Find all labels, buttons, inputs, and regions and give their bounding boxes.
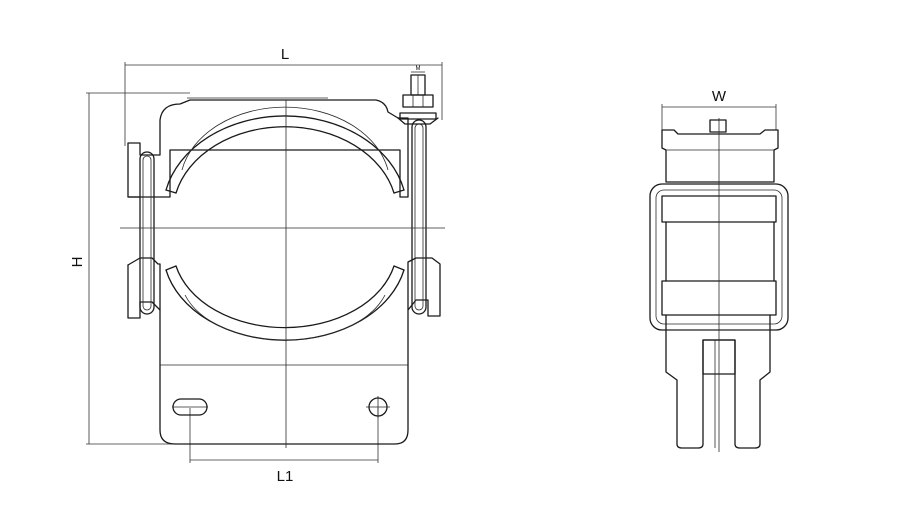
dimension-l1-label: L1 xyxy=(277,468,294,485)
dimension-w-label: W xyxy=(712,88,727,105)
top-bolt: M xyxy=(397,66,439,125)
mounting-hole-left xyxy=(172,398,208,416)
mounting-hole-right xyxy=(366,396,390,418)
dimension-h-label: H xyxy=(69,257,86,268)
dimension-l-label: L xyxy=(281,46,289,63)
saddle-liner xyxy=(165,106,405,341)
dimension-l1: L1 xyxy=(189,408,379,485)
lower-clamp-half xyxy=(127,257,441,445)
side-bolt-head xyxy=(709,119,727,133)
upper-clamp-half xyxy=(127,99,409,198)
side-lower-body xyxy=(665,314,771,449)
left-link-bolt xyxy=(139,151,155,315)
right-link-bolt xyxy=(411,119,427,315)
side-view: W xyxy=(649,88,789,452)
dimension-w: W xyxy=(661,88,777,130)
dimension-l: L xyxy=(124,46,443,146)
front-view: L H L1 xyxy=(69,46,445,485)
side-upper-body xyxy=(661,129,779,183)
dimension-h: H xyxy=(69,92,190,445)
bolt-size-label: M xyxy=(416,66,421,72)
